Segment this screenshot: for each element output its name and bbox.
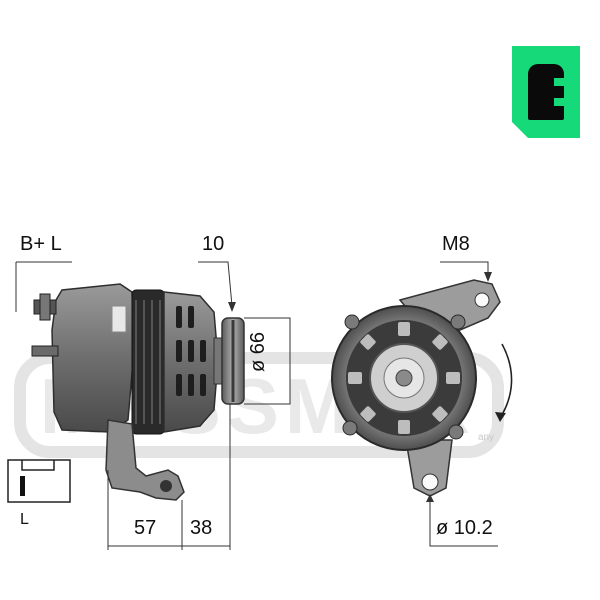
front-vents xyxy=(176,306,206,396)
lower-mount-bore xyxy=(160,480,172,492)
housing-bolts xyxy=(342,314,466,440)
bracket-tab xyxy=(31,345,59,357)
width-b-label: 38 xyxy=(190,517,213,539)
width-a-label: 57 xyxy=(134,517,157,539)
b-plus-l-label: B+ L xyxy=(20,233,62,255)
plug-connector-icon xyxy=(7,459,71,503)
bore-diameter-label: ø 10.2 xyxy=(436,517,493,539)
connector-pin-label: L xyxy=(20,511,29,528)
front-cooling-slots xyxy=(348,322,460,434)
watermark-frame xyxy=(14,352,504,458)
upper-mount-bore xyxy=(474,292,490,308)
terminal-nut xyxy=(39,293,51,321)
era-logo-icon xyxy=(512,46,580,138)
pulley-diameter-label: ø 66 xyxy=(247,331,269,372)
lower-mount-ear xyxy=(105,419,185,501)
label-sticker xyxy=(111,305,127,333)
b-plus-leader xyxy=(15,261,72,312)
mount-screw-label: M8 xyxy=(442,233,470,255)
logo-glyph xyxy=(528,64,580,120)
stator-fins xyxy=(135,300,161,424)
m8-leader xyxy=(440,261,489,274)
pulley-diameter-line xyxy=(244,317,291,405)
width-dimension-line xyxy=(107,404,231,550)
lower-mount-bore-front xyxy=(421,473,439,491)
belt-width-label: 10 xyxy=(202,233,225,255)
lower-mount-lug xyxy=(405,439,453,497)
pulley-nut xyxy=(395,369,413,387)
belt-width-leader xyxy=(198,261,233,307)
bore-diameter-leader xyxy=(429,498,498,547)
watermark-suffix: any xyxy=(478,432,494,443)
rotation-arrow-icon xyxy=(499,343,513,419)
